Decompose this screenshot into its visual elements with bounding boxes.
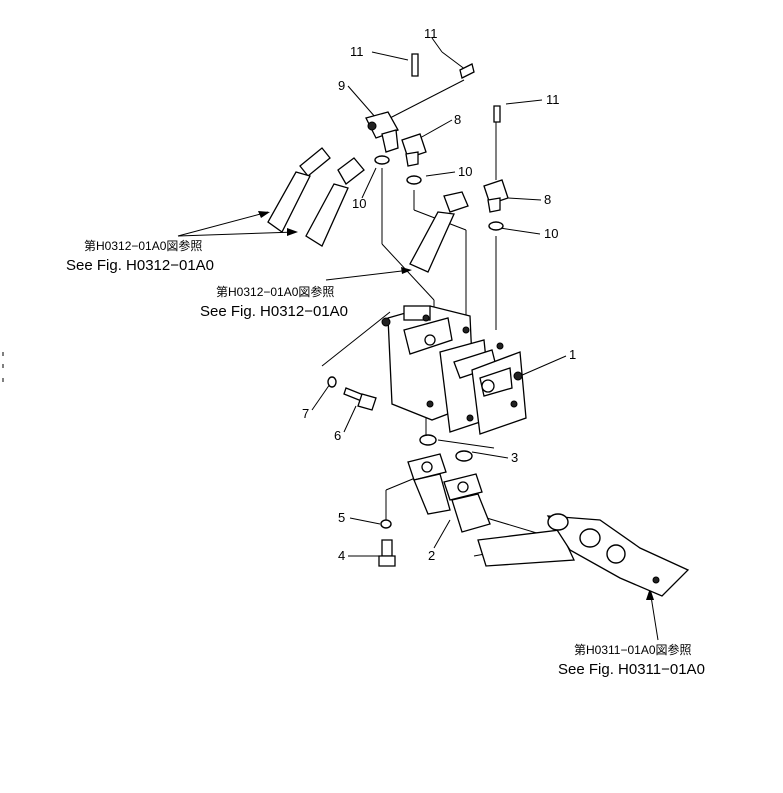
callout-3: 3 — [511, 450, 518, 465]
callout-11-top: 11 — [424, 26, 438, 41]
reference-2-en: See Fig. H0312−01A0 — [200, 303, 348, 320]
callout-11-right: 11 — [546, 92, 560, 107]
reference-1-jp: 第H0312−01A0図参照 — [84, 238, 202, 253]
elbow-fitting-9 — [365, 111, 399, 153]
callout-10-right: 10 — [458, 164, 472, 179]
callout-4: 4 — [338, 548, 345, 563]
reference-1-en: See Fig. H0312−01A0 — [66, 257, 214, 274]
callout-11-left: 11 — [350, 44, 364, 59]
washer-7 — [327, 376, 337, 388]
callout-6: 6 — [334, 428, 341, 443]
reference-3-jp: 第H0311−01A0図参照 — [574, 642, 692, 657]
callout-8-lower: 8 — [544, 192, 551, 207]
callout-5: 5 — [338, 510, 345, 525]
hose-middle — [409, 191, 469, 273]
arrow-heads — [258, 211, 654, 600]
bolt-6 — [343, 387, 377, 411]
callout-9: 9 — [338, 78, 345, 93]
reference-3-en: See Fig. H0311−01A0 — [558, 661, 705, 678]
reference-2-jp: 第H0312−01A0図参照 — [216, 284, 334, 299]
o-rings-10 — [374, 155, 504, 231]
callout-10-left: 10 — [352, 196, 366, 211]
leader-lines — [177, 37, 659, 641]
o-rings-3 — [419, 434, 473, 462]
callout-10-lower: 10 — [544, 226, 558, 241]
washer-5 — [380, 519, 392, 529]
callout-7: 7 — [302, 406, 309, 421]
callout-2: 2 — [428, 548, 435, 563]
elbow-fitting-8-lower — [483, 179, 509, 213]
grease-nipple-11 — [411, 53, 501, 123]
flange-pipe-2 — [407, 453, 491, 533]
suction-hose — [477, 513, 690, 597]
pump-assembly-1 — [381, 305, 527, 435]
bolt-4 — [378, 539, 396, 567]
hose-left-pair — [267, 147, 365, 247]
elbow-fitting-8-upper — [401, 133, 427, 167]
callout-8-upper: 8 — [454, 112, 461, 127]
callout-1: 1 — [569, 347, 576, 362]
